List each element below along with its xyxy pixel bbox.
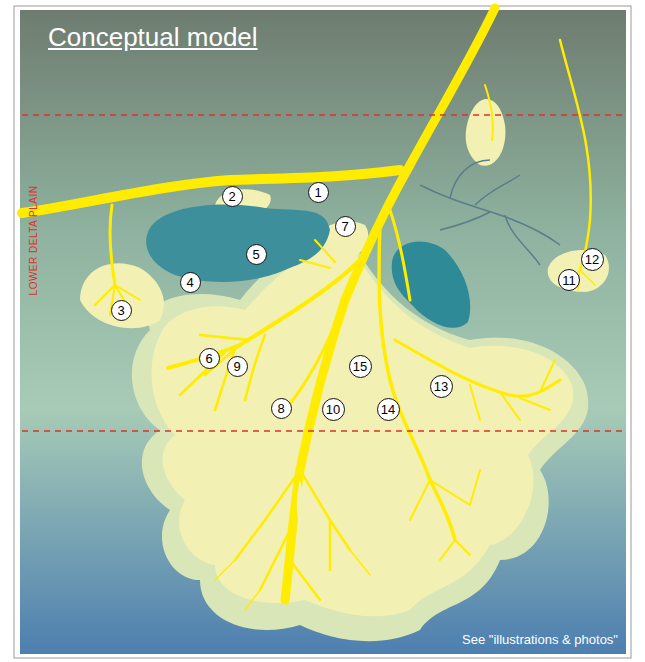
background [20,10,626,654]
callout-circle: 1 [308,182,329,203]
callout-number: 14 [381,403,395,416]
callout-circle: 15 [349,355,372,378]
mouth-bar [297,480,306,535]
caption-note: See "illustrations & photos" [462,632,618,647]
callout-number: 11 [562,274,576,287]
callout-circle: 12 [581,248,604,271]
callout-circle: 11 [558,269,580,291]
callout-circle: 14 [377,398,400,421]
delta-lobe-fringe [132,234,588,641]
callout-number: 8 [277,402,284,415]
zone-label: LOWER DELTA PLAIN [29,185,40,295]
callout-circle: 5 [246,244,267,265]
callout-number: 5 [252,248,259,261]
crevasse-splay [466,99,506,166]
crevasse-splay [80,263,164,328]
callout-circle: 8 [271,398,292,419]
boundary-line [22,114,624,116]
callout-circle: 7 [335,216,356,237]
boundary-line [22,430,624,432]
callout-number: 7 [341,220,348,233]
callout-number: 4 [186,276,193,289]
interdistributary-bay [146,204,330,282]
tidal-creeks [420,160,560,265]
callout-number: 2 [228,190,235,203]
callout-circle: 4 [180,272,201,293]
callout-circle: 9 [227,356,248,377]
callout-number: 12 [585,253,599,266]
callout-circle: 6 [199,348,220,369]
callout-number: 10 [326,403,340,416]
delta-lobe [152,243,574,617]
outer-frame [14,6,631,658]
callout-number: 13 [434,380,448,393]
callout-number: 1 [314,186,321,199]
callout-circle: 13 [430,375,453,398]
callout-number: 6 [205,352,212,365]
callout-circle: 2 [222,186,243,207]
callout-circle: 10 [322,398,345,421]
callout-number: 9 [233,360,240,373]
channels [22,8,595,610]
callout-circle: 3 [111,300,132,321]
diagram-title: Conceptual model [48,22,258,53]
callout-number: 15 [353,360,367,373]
callout-number: 3 [117,304,124,317]
lake [392,241,471,327]
